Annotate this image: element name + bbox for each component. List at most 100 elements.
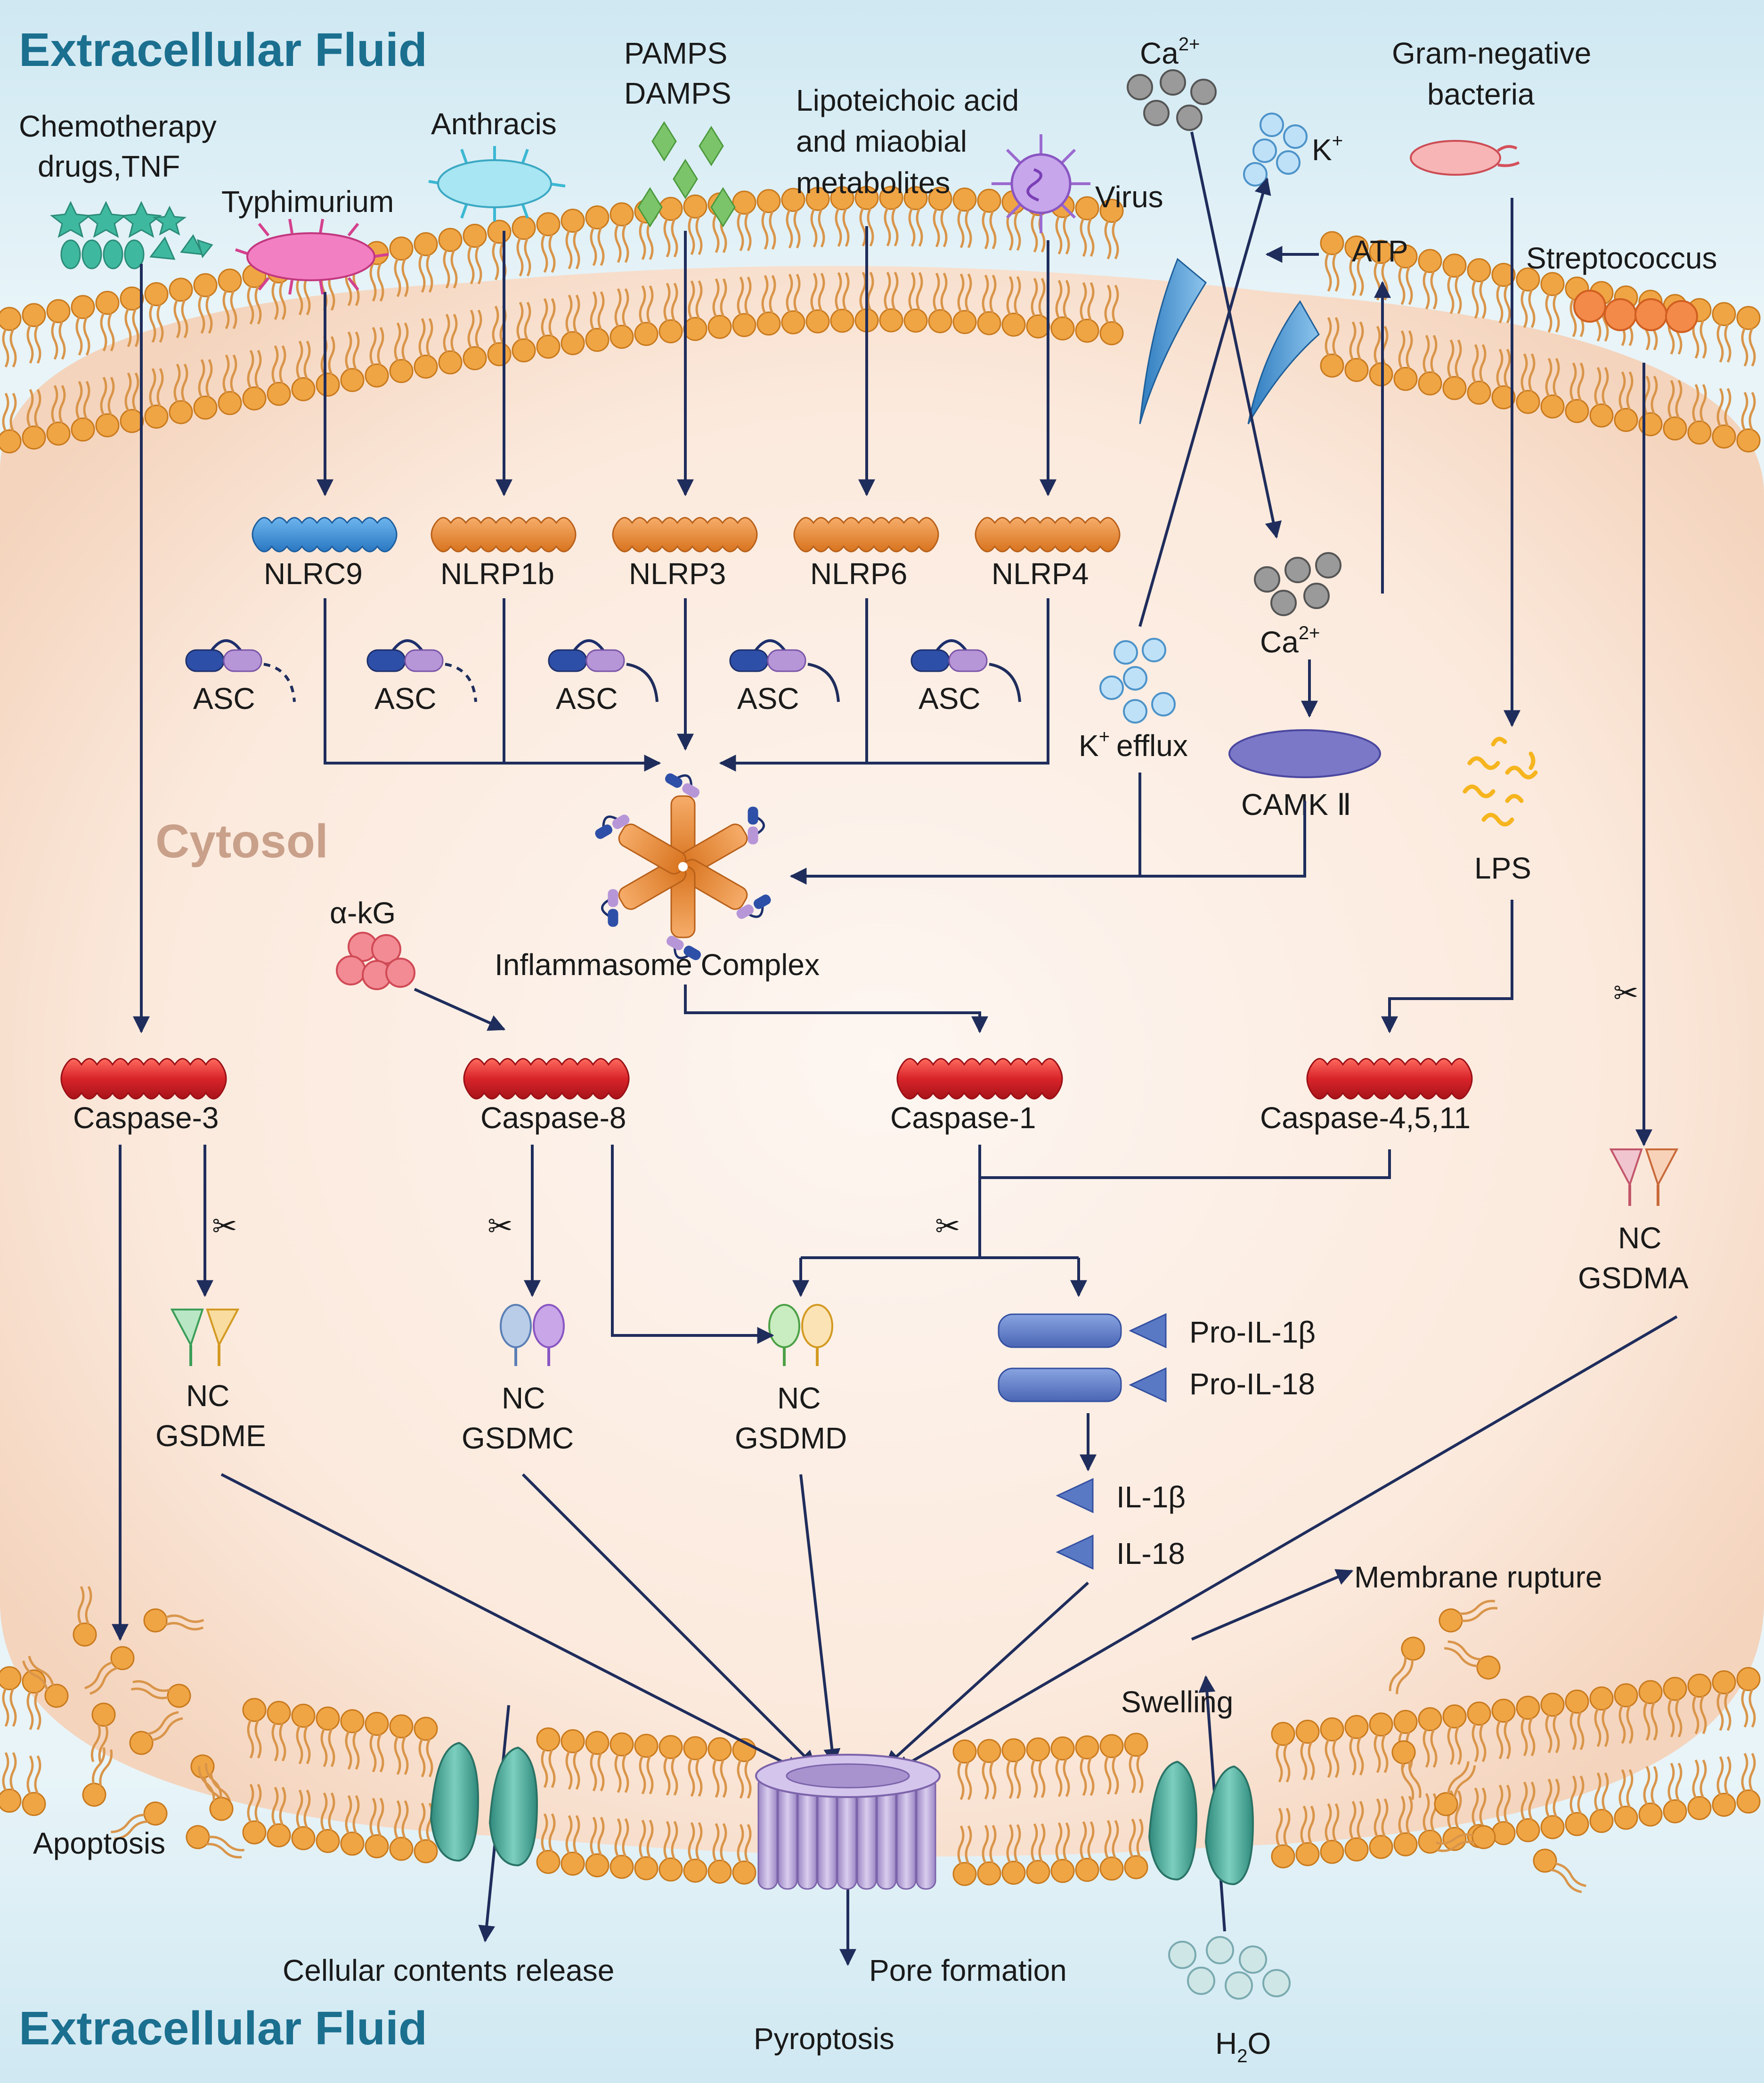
camk2-label: CAMK Ⅱ [1241, 788, 1351, 822]
water-molecules-icon [1168, 1936, 1291, 2000]
nlr-sensor-2 [431, 517, 577, 553]
extracellular-title-bottom: Extracellular Fluid [19, 2002, 427, 2055]
k-outside-label: K+ [1312, 130, 1343, 167]
pro-il1b-label: Pro-IL-1β [1189, 1315, 1316, 1349]
gsdme-label: GSDME [155, 1419, 266, 1453]
gsdmc-nc-label: NC [502, 1381, 545, 1415]
pro-il18-icon [998, 1367, 1122, 1402]
cell-cytosol [0, 266, 1764, 1856]
cleavage-scissors-icons: ✂ ✂ ✂ ✂ [212, 976, 1639, 1243]
scissors-icon: ✂ [1613, 976, 1639, 1010]
gsdma-nc-label: NC [1618, 1221, 1661, 1255]
asc-label-3: ASC [556, 682, 618, 716]
virus-icon [992, 134, 1090, 233]
membrane-channel-right [1148, 1760, 1254, 1886]
nlrp1b-label: NLRP1b [440, 557, 554, 591]
scissors-icon: ✂ [935, 1209, 960, 1243]
nlr-sensors [252, 517, 1121, 553]
membrane-rupture-label: Membrane rupture [1354, 1560, 1602, 1594]
ca-outside-label: Ca2+ [1140, 34, 1200, 70]
inflammasome-complex-icon [595, 773, 771, 960]
inflammasome-label: Inflammasome Complex [495, 948, 820, 982]
virus-label: Virus [1095, 180, 1163, 214]
caspase-shape-1 [60, 1058, 227, 1099]
chemo-label-2: drugs,TNF [38, 149, 180, 183]
streptococcus-icon [1573, 290, 1698, 333]
akg-label: α-kG [330, 896, 396, 930]
il18-icon [1056, 1534, 1094, 1570]
damps-label: DAMPS [624, 76, 732, 110]
nlr-sensor-4 [793, 517, 939, 553]
chemo-drug-icon [50, 201, 213, 269]
asc-adaptor-2 [366, 639, 477, 702]
gsdmc-label: GSDMC [462, 1421, 574, 1455]
gsdmd-label: GSDMD [735, 1421, 847, 1455]
extracellular-title-top: Extracellular Fluid [19, 24, 427, 76]
akg-molecule-icon [336, 932, 415, 990]
caspase-shape-4 [1306, 1058, 1473, 1099]
pro-il18-label: Pro-IL-18 [1189, 1367, 1315, 1401]
pathway-arrows [112, 131, 1678, 1966]
anthracis-bacterium-icon [428, 146, 566, 221]
gasdermin-proteins [170, 1148, 1679, 1366]
pore-subunit [757, 1775, 778, 1890]
nlr-sensor-5 [975, 517, 1121, 553]
pamps-label: PAMPS [624, 36, 727, 70]
scissors-icon: ✂ [488, 1209, 513, 1243]
asc-adaptor-3 [548, 639, 658, 702]
caspase-shape-2 [463, 1058, 630, 1099]
asc-label-1: ASC [193, 682, 255, 716]
caspase-1-label: Caspase-1 [890, 1101, 1036, 1135]
gram-negative-label-2: bacteria [1427, 77, 1535, 111]
pyroptosis-label: Pyroptosis [754, 2022, 894, 2056]
pore-formation-label: Pore formation [869, 1953, 1067, 1987]
calcium-ions-outside [1127, 69, 1217, 131]
asc-label-4: ASC [737, 682, 799, 716]
k-efflux-label: K+efflux [1079, 726, 1188, 763]
potassium-ions-outside [1243, 113, 1308, 187]
gsdmd-nc-label: NC [777, 1381, 821, 1415]
caspase-shape-3 [896, 1058, 1063, 1099]
gasdermin-4 [1609, 1148, 1679, 1206]
gasdermin-1 [170, 1309, 240, 1366]
gram-negative-bacterium-icon [1410, 140, 1520, 176]
il18-label: IL-18 [1116, 1537, 1185, 1570]
water-label: H2O [1215, 2026, 1271, 2067]
pro-il1b-icon [998, 1313, 1122, 1348]
il1b-label: IL-1β [1116, 1480, 1186, 1514]
asc-adaptor-4 [729, 639, 840, 702]
typhimurium-label: Typhimurium [221, 185, 394, 219]
nlrp3-label: NLRP3 [629, 557, 726, 591]
pore-subunit [916, 1775, 936, 1890]
nlrp6-label: NLRP6 [810, 557, 907, 591]
scissors-icon: ✂ [212, 1209, 237, 1243]
ion-channel-crescents [1139, 258, 1320, 424]
pro-cytokines [998, 1313, 1167, 1570]
gasdermin-3 [768, 1304, 833, 1366]
calcium-ions-inside [1254, 552, 1341, 616]
asc-label-2: ASC [374, 682, 437, 716]
gasdermin-pore-icon [755, 1754, 941, 1890]
nlr-sensor-3 [612, 517, 758, 553]
asc-adaptor-5 [910, 639, 1021, 702]
asc-adaptors [185, 639, 1021, 702]
nlrp4-label: NLRP4 [992, 557, 1089, 591]
swelling-label: Swelling [1121, 1685, 1233, 1719]
lipoteichoic-label-1: Lipoteichoic acid [796, 83, 1019, 117]
cytosol-title: Cytosol [155, 815, 328, 868]
typhimurium-bacterium-icon [235, 219, 389, 295]
membrane-channel-left [430, 1741, 538, 1867]
lps-label: LPS [1474, 851, 1531, 885]
nlrc9-label: NLRC9 [264, 557, 363, 591]
potassium-efflux-ions [1099, 638, 1176, 724]
asc-adaptor-1 [185, 639, 296, 702]
gasdermin-2 [500, 1304, 565, 1366]
nlr-sensor-1 [252, 517, 398, 553]
cellular-contents-release-label: Cellular contents release [283, 1953, 614, 1987]
lps-icon [1463, 737, 1538, 827]
anthracis-label: Anthracis [431, 107, 557, 141]
gram-negative-label-1: Gram-negative [1392, 36, 1591, 70]
apoptosis-label: Apoptosis [33, 1826, 165, 1860]
il1b-icon [1056, 1478, 1094, 1513]
